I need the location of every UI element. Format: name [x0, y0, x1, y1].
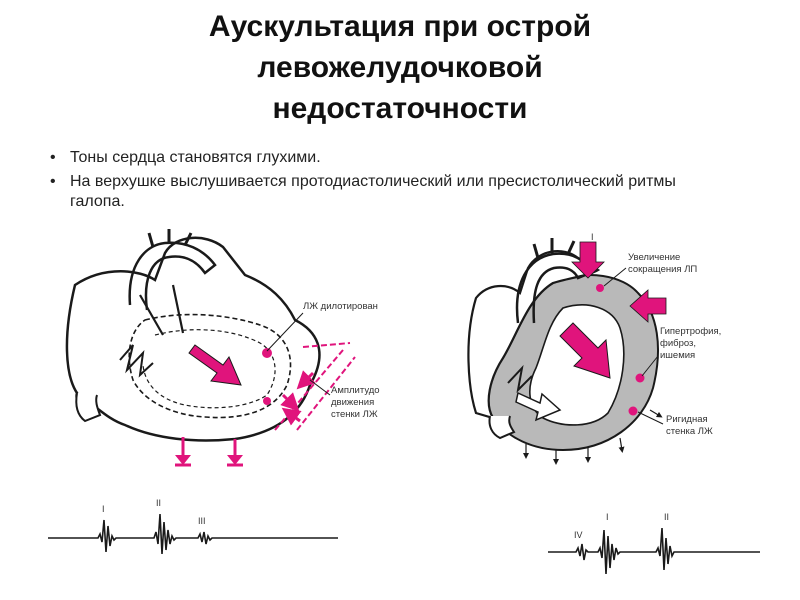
inflow-arrow-right	[559, 322, 611, 379]
outflow-arrow-white	[515, 391, 562, 422]
label-rigid-line2: стенка ЛЖ	[666, 426, 713, 437]
sound-label-ii-right: II	[664, 512, 669, 522]
leader-rigid	[637, 411, 664, 425]
wall-pressure-arrow	[629, 289, 667, 323]
wall-marker-dot	[262, 348, 272, 358]
mitral-valve-leaflets	[119, 344, 154, 378]
label-hypertrophy-line1: Гипертрофия,	[660, 326, 721, 337]
amplitude-line-outer	[302, 342, 351, 348]
bullet-marker: •	[50, 149, 56, 166]
bullet-text: Тоны сердца становятся глухими.	[70, 149, 321, 166]
sound-label-iii: III	[198, 516, 206, 526]
title-line-3: недостаточности	[272, 92, 528, 125]
label-amplitude-line1: Амплитудо	[331, 385, 380, 396]
dilated-lv-heart-diagram: ЛЖ дилотирован Амплитудо движения стенки…	[65, 229, 380, 467]
leader-hypertrophy	[641, 355, 659, 377]
label-rigid-line1: Ригидная	[666, 414, 708, 425]
aortic-arch	[128, 241, 217, 311]
leader-increase	[603, 267, 627, 287]
amplitude-line-inner-2	[296, 356, 356, 431]
sound-label-ii: II	[156, 498, 161, 508]
lv-inner-wall	[142, 329, 276, 409]
vena-cava	[75, 392, 102, 423]
label-lv-dilated: ЛЖ дилотирован	[303, 301, 378, 312]
rigid-lv-heart-diagram: I Увеличение сокращения ЛП Гипертрофия, …	[467, 232, 721, 465]
valve-lines-right	[507, 364, 533, 393]
bullet-list: • Тоны сердца становятся глухими. • На в…	[44, 148, 684, 216]
inflow-arrow	[188, 344, 242, 386]
septum	[139, 284, 185, 336]
bullet-marker: •	[50, 173, 56, 190]
atrial-contraction-arrow	[571, 241, 605, 279]
aortic-vessel-stubs	[147, 229, 193, 248]
phonocardiogram-trace-right	[548, 527, 760, 575]
sound-label-i: I	[102, 504, 105, 514]
label-hypertrophy-line2: фиброз,	[660, 338, 696, 349]
label-amplitude-line2: движения	[331, 397, 374, 408]
bullet-item: • На верхушке выслушивается протодиастол…	[44, 172, 684, 212]
rigid-wall-dot	[628, 406, 638, 416]
apex-marker-dot	[263, 397, 271, 405]
small-downward-arrows	[523, 409, 663, 465]
amplitude-arrow	[296, 370, 316, 390]
bullet-item: • Тоны сердца становятся глухими.	[44, 148, 684, 168]
sound-label-i-right: I	[606, 512, 609, 522]
slide-title: Аускультация при острой левожелудочковой…	[0, 6, 800, 129]
title-line-1: Аускультация при острой	[208, 10, 592, 43]
vena-cava-right	[488, 415, 516, 440]
bullet-text: На верхушке выслушивается протодиастолич…	[70, 173, 676, 210]
downward-force-arrows	[175, 437, 243, 467]
phonocardiogram-right: IV I II	[548, 512, 760, 575]
wall-arrow-right	[281, 407, 302, 426]
label-increase-line2: сокращения ЛП	[628, 264, 697, 275]
label-hypertrophy-line3: ишемия	[660, 350, 695, 361]
leader-lv-dilated	[266, 312, 304, 352]
phonocardiogram-left: I II III	[48, 498, 338, 555]
phonocardiogram-trace-left	[48, 513, 338, 555]
leader-amplitude	[309, 379, 331, 396]
apex-arrow	[280, 392, 300, 412]
atrium-dot	[596, 284, 604, 292]
title-line-2: левожелудочковой	[257, 51, 543, 84]
label-roman-i: I	[591, 232, 594, 242]
label-increase-line1: Увеличение	[628, 252, 680, 263]
sound-label-iv: IV	[574, 530, 583, 540]
vessel-stubs-right	[532, 238, 576, 259]
label-amplitude-line3: стенки ЛЖ	[331, 409, 378, 420]
